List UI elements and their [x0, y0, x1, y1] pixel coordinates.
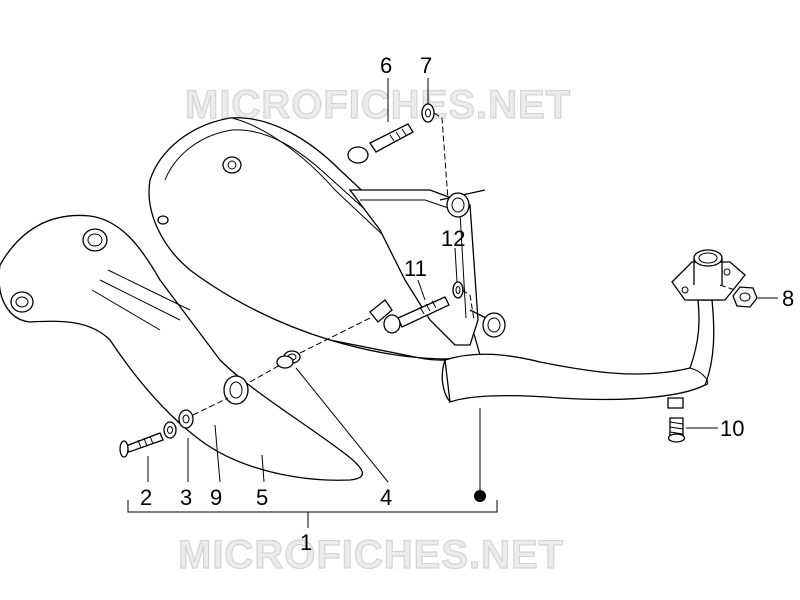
- callout-7: 7: [420, 53, 432, 78]
- callout-3: 3: [180, 485, 192, 510]
- leader-5: [261, 454, 265, 483]
- leader-11: [417, 279, 426, 301]
- watermark-bottom: MICROFICHES.NET: [178, 533, 564, 577]
- screw-2: [119, 432, 164, 458]
- washer-3: [163, 421, 177, 439]
- callout-2: 2: [140, 485, 152, 510]
- muffler-bushing: [369, 299, 393, 323]
- exhaust-flange: [671, 249, 746, 301]
- leader-9: [214, 424, 221, 483]
- callout-5: 5: [256, 485, 268, 510]
- assembly-dot-marker: [474, 490, 486, 502]
- washer-12: [452, 281, 464, 299]
- stud-10: [667, 397, 686, 443]
- exhaust-pipe: [441, 284, 721, 403]
- callout-9: 9: [210, 485, 222, 510]
- bolt-6: [347, 123, 414, 164]
- washer-7: [421, 103, 435, 123]
- muffler-body: [148, 117, 481, 361]
- callout-8: 8: [782, 286, 794, 311]
- nut-8: [732, 286, 758, 308]
- spacer-4: [276, 350, 301, 369]
- washer-9: [178, 409, 194, 429]
- callout-4: 4: [380, 485, 392, 510]
- bolt-11: [383, 296, 450, 334]
- callout-11: 11: [404, 256, 427, 281]
- leader-4: [295, 367, 389, 483]
- heat-shield: [0, 214, 363, 481]
- callout-12: 12: [441, 226, 465, 251]
- callout-10: 10: [720, 416, 744, 441]
- callout-1: 1: [300, 530, 312, 555]
- assembly-bracket: [127, 500, 498, 513]
- callout-6: 6: [380, 53, 392, 78]
- leader-12: [454, 247, 458, 283]
